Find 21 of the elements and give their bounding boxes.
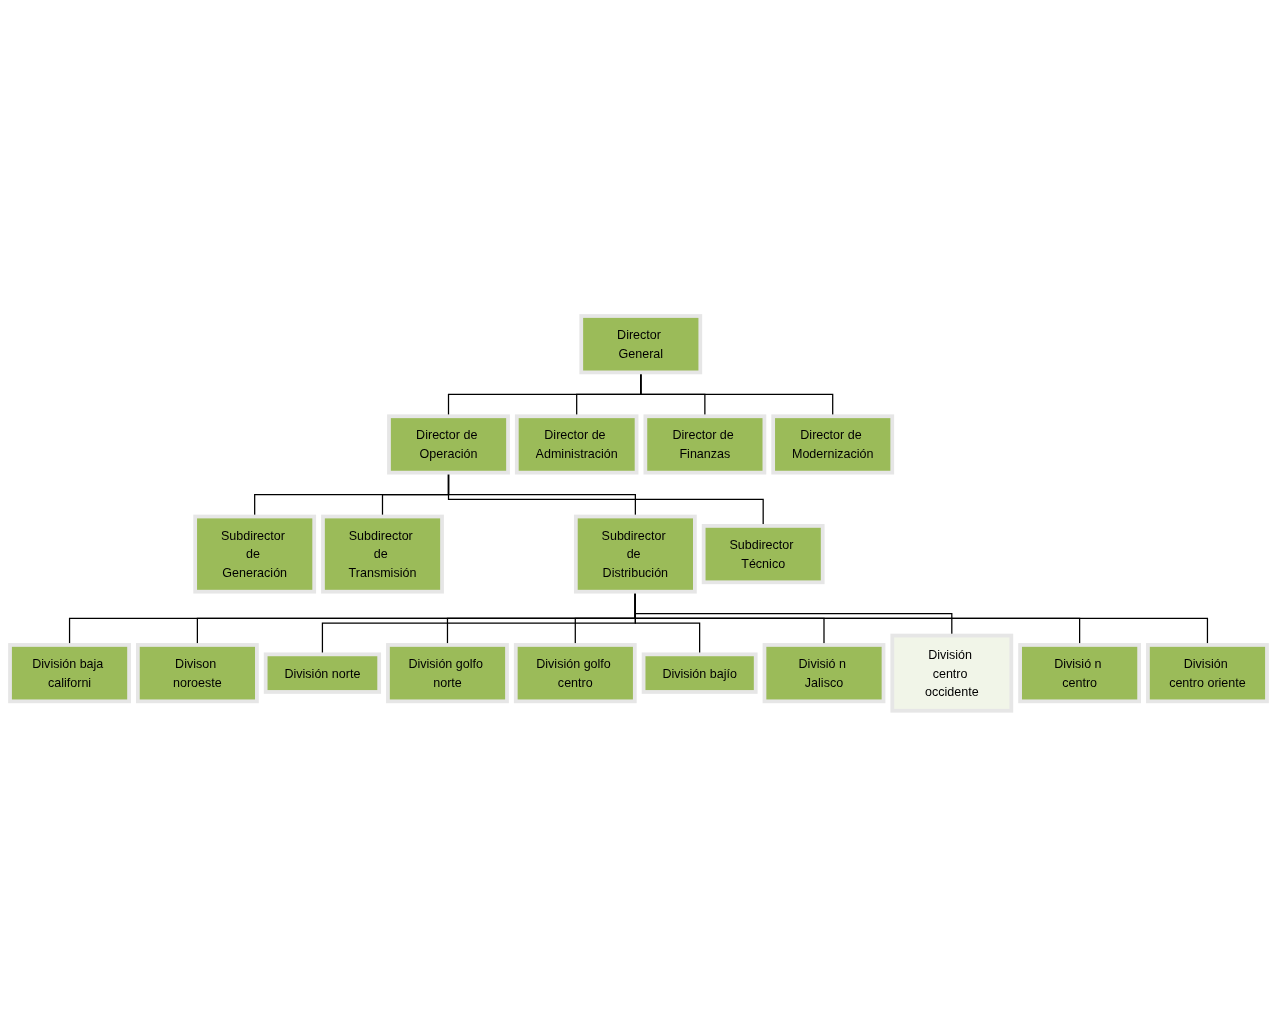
node-box: Director General <box>579 314 703 375</box>
connector <box>634 591 1209 646</box>
node-box: Divisió n Jalisco <box>762 643 886 704</box>
node-box: División golfo norte <box>386 643 509 704</box>
connector <box>447 472 764 527</box>
node-box: Divison noroeste <box>135 643 259 704</box>
node-box: Subdirector Técnico <box>701 524 825 585</box>
node-box: Subdirector de Distribución <box>573 514 697 594</box>
node-box: Director de Modernización <box>771 414 895 475</box>
node-box: Divisió n centro <box>1018 643 1142 704</box>
node-box: Subdirector de Transmisión <box>321 514 444 594</box>
node-box: División golfo centro <box>513 643 637 704</box>
node-box: Director de Administración <box>514 414 639 475</box>
node-box: División baja californi <box>8 643 131 704</box>
node-box: División bajío <box>641 652 758 694</box>
node-box: División centro occidente <box>890 633 1014 713</box>
node-box: División centro oriente <box>1146 643 1269 704</box>
node-box: Director de Finanzas <box>643 414 767 475</box>
node-box: Director de Operación <box>387 414 510 475</box>
node-box: Subdirector de Generación <box>193 514 317 594</box>
node-box: División norte <box>263 652 382 694</box>
